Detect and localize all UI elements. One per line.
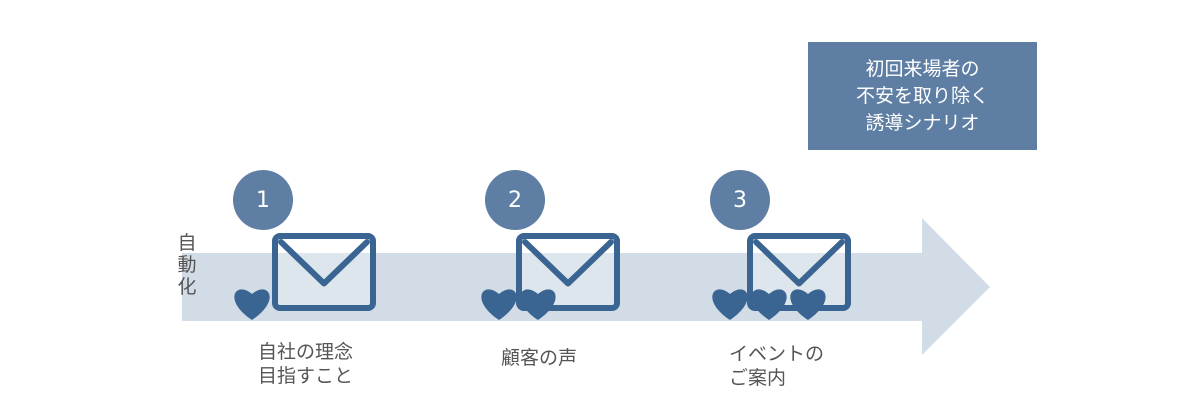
step-1-number: 1: [233, 170, 293, 230]
automation-label-char: 動: [177, 254, 197, 276]
automation-arrow: [182, 218, 990, 355]
step-2-label-line-1: 顧客の声: [501, 347, 578, 369]
envelope-icon: [516, 233, 620, 311]
step-1-label-line-1: 自社の理念: [258, 341, 354, 363]
heart-icon: [520, 289, 556, 320]
title-line-1: 初回来場者の: [865, 57, 980, 80]
heart-icon: [712, 289, 748, 320]
step-3-label: イベントの ご案内: [729, 342, 824, 390]
step-3-number: 3: [710, 170, 770, 230]
automation-label-char: 自: [177, 232, 197, 254]
title-line-3: 誘導シナリオ: [865, 111, 980, 134]
step-1-label: 自社の理念 目指すこと: [258, 340, 353, 388]
step-2-number: 2: [485, 170, 545, 230]
title-box: 初回来場者の 不安を取り除く 誘導シナリオ: [808, 42, 1037, 150]
heart-icon: [751, 289, 787, 320]
step-2-label: 顧客の声: [501, 346, 577, 370]
envelope-icon: [272, 233, 376, 311]
automation-label: 自 動 化: [174, 232, 200, 298]
step-icons: [234, 233, 851, 320]
heart-icon: [234, 289, 270, 320]
step-3-label-line-2: ご案内: [729, 367, 787, 389]
step-3-label-line-1: イベントの: [729, 343, 825, 365]
heart-icon: [481, 289, 517, 320]
heart-icon: [790, 289, 826, 320]
step-1-label-line-2: 目指すこと: [258, 365, 354, 387]
automation-label-char: 化: [177, 276, 197, 298]
title-line-2: 不安を取り除く: [855, 84, 989, 107]
